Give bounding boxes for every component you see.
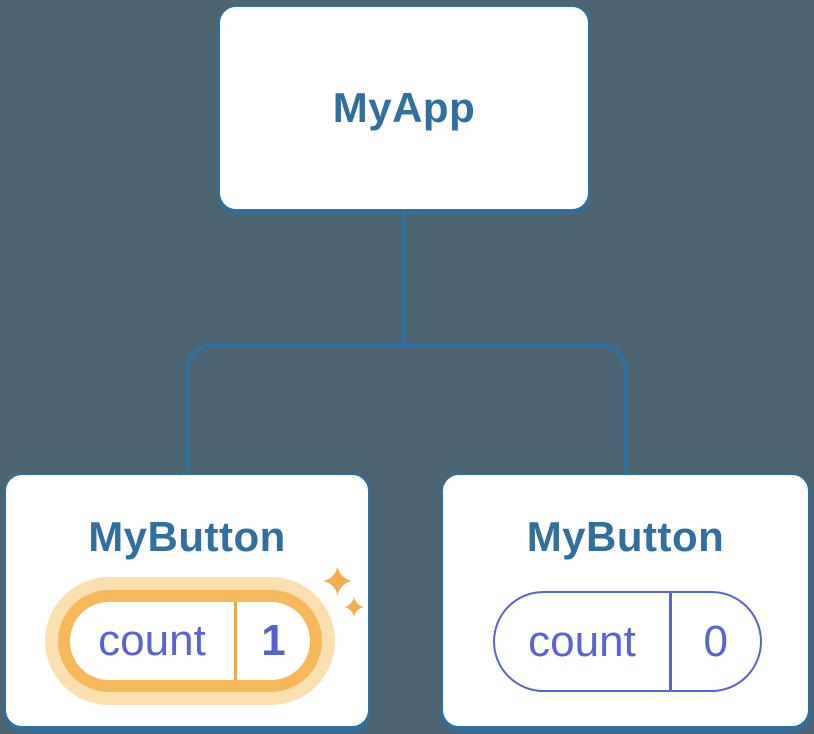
sparkle-icon (323, 566, 364, 617)
state-value-segment: 0 (672, 593, 761, 690)
state-name-label: count (528, 616, 636, 666)
state-name-label: count (98, 616, 206, 665)
component-node-button-2: MyButton count 0 (441, 473, 810, 728)
component-label: MyApp (332, 84, 476, 131)
state-name-segment: count (70, 602, 234, 680)
component-node-root: MyApp (218, 5, 590, 211)
state-pill-highlighted: count 1 (58, 590, 322, 692)
pill-divider (234, 602, 237, 680)
state-value-segment: 1 (237, 602, 310, 680)
component-label: MyButton (88, 513, 286, 560)
pill-divider (669, 593, 672, 690)
state-pill: count 0 (493, 591, 762, 692)
state-value: 1 (261, 616, 286, 665)
state-name-segment: count (495, 593, 669, 690)
component-label: MyButton (526, 513, 725, 560)
state-value: 0 (703, 616, 728, 666)
component-node-button-1: MyButton count 1 (4, 473, 370, 728)
